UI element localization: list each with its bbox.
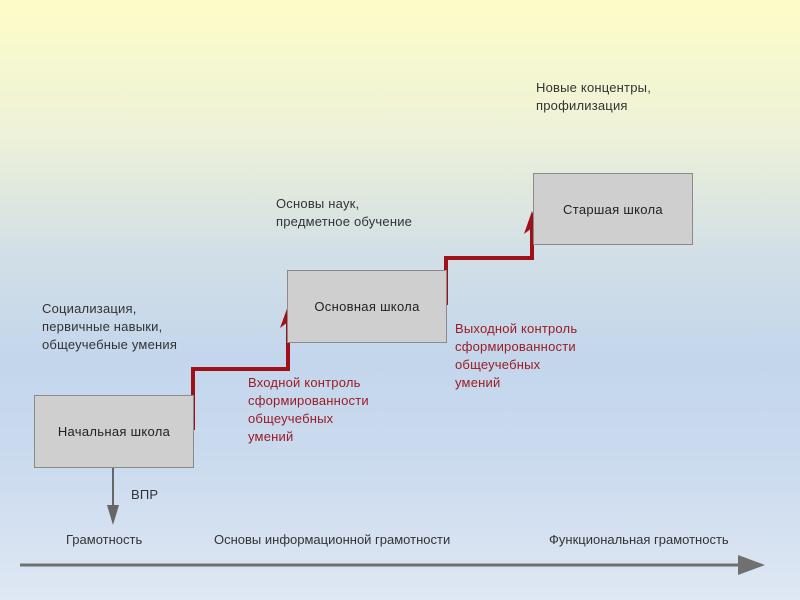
note-line: предметное обучение <box>276 214 413 229</box>
control-line: сформированности <box>248 393 369 408</box>
note-line: общеучебные умения <box>42 337 178 352</box>
box-basic-school: Основная школа <box>287 270 447 343</box>
control-line: общеучебных <box>248 411 334 426</box>
vpr-label: ВПР <box>131 487 159 502</box>
exit-control-text: Выходной контроль сформированности общеу… <box>455 320 577 392</box>
control-line: умений <box>248 429 294 444</box>
box-primary-school-label: Начальная школа <box>57 424 171 439</box>
axis-label-literacy: Грамотность <box>66 532 143 547</box>
note-line: Новые концентры, <box>536 80 652 95</box>
note-senior: Новые концентры, профилизация <box>536 79 651 115</box>
control-line: умений <box>455 375 501 390</box>
control-line: сформированности <box>455 339 576 354</box>
note-line: первичные навыки, <box>42 319 163 334</box>
box-senior-school-label: Старшая школа <box>563 201 663 217</box>
box-senior-school: Старшая школа <box>533 173 693 245</box>
step-arrow-2 <box>444 228 534 305</box>
box-basic-school-label: Основная школа <box>314 299 420 314</box>
control-line: общеучебных <box>455 357 541 372</box>
vpr-arrow-head <box>107 505 119 525</box>
axis-label-info-literacy: Основы информационной грамотности <box>214 532 451 547</box>
box-primary-school: Начальная школа <box>34 395 194 468</box>
control-line: Выходной контроль <box>455 321 578 336</box>
entry-control-text: Входной контроль сформированности общеуч… <box>248 374 369 446</box>
timeline-axis-head <box>738 555 765 575</box>
control-line: Входной контроль <box>248 375 361 390</box>
note-line: профилизация <box>536 98 628 113</box>
note-line: Основы наук, <box>276 196 360 211</box>
note-basic: Основы наук, предметное обучение <box>276 195 412 231</box>
note-primary: Социализация, первичные навыки, общеучеб… <box>42 300 177 354</box>
axis-label-functional-literacy: Функциональная грамотность <box>549 532 729 547</box>
note-line: Социализация, <box>42 301 137 316</box>
